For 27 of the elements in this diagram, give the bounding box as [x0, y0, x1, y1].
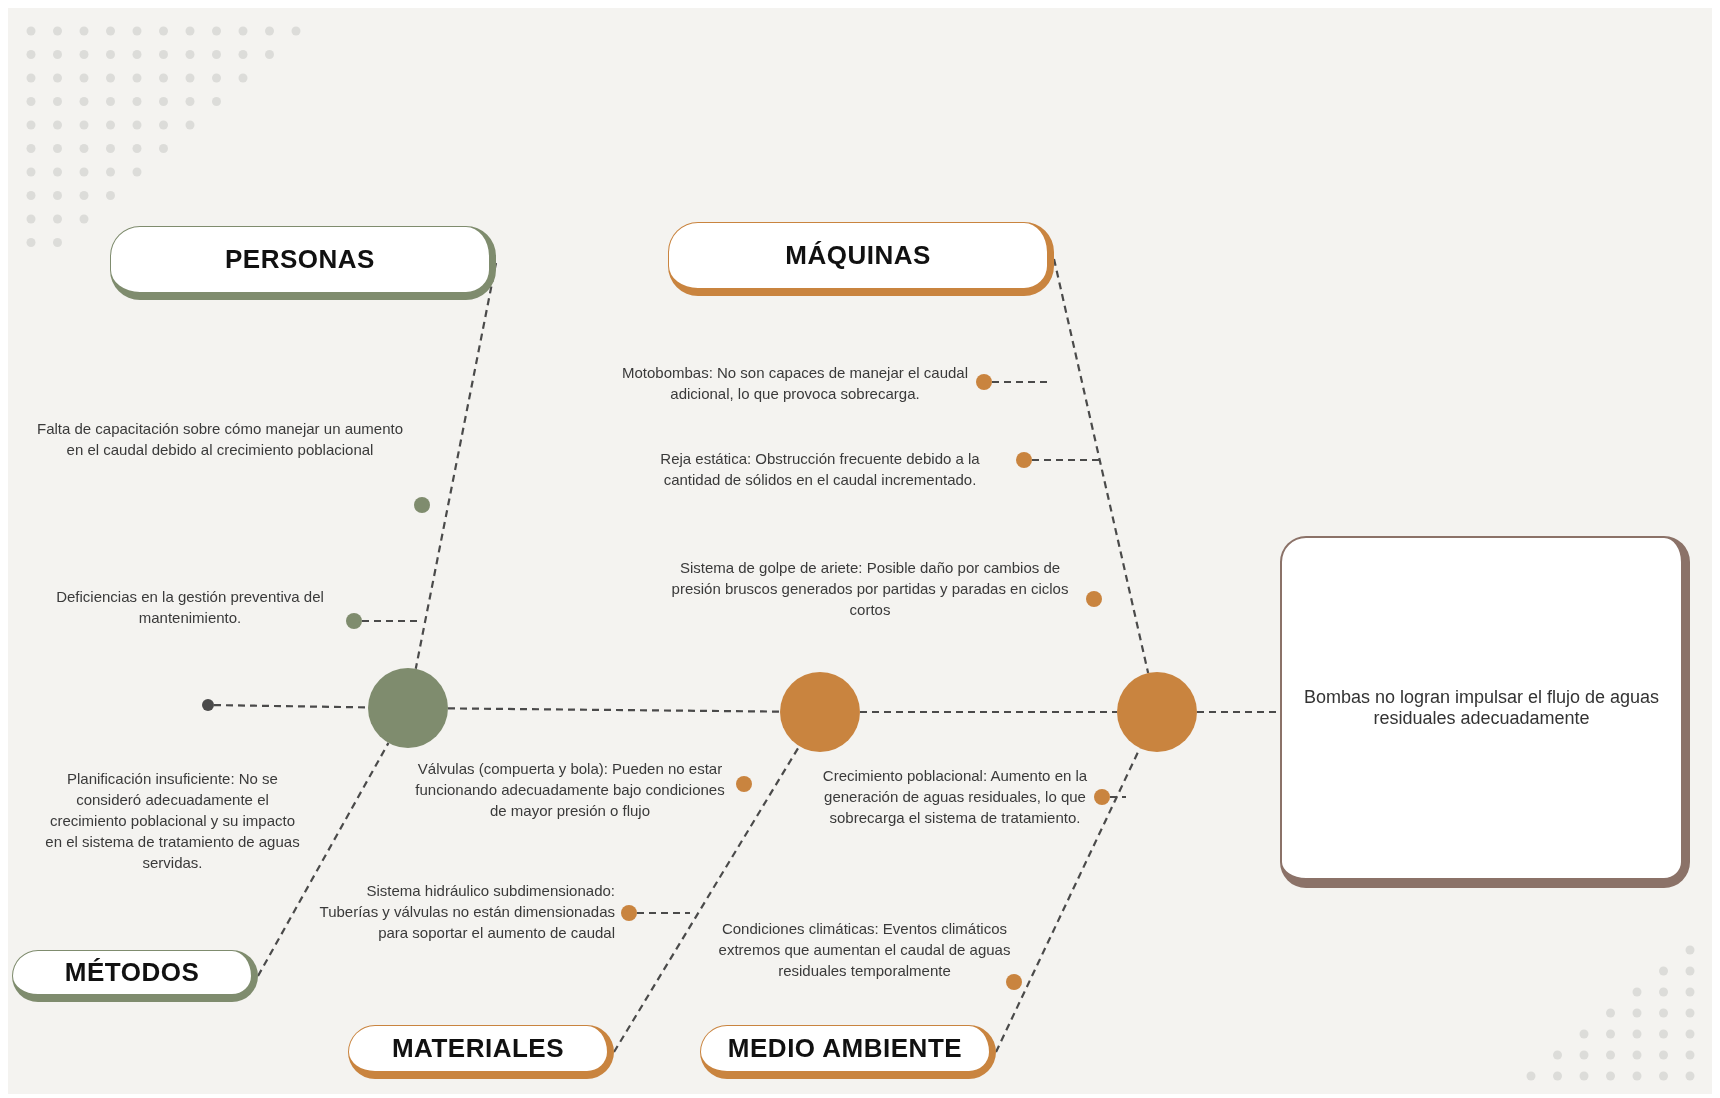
bone-line — [860, 710, 1117, 714]
branch-line — [1032, 458, 1100, 462]
cause-text: Condiciones climáticas: Eventos climáticos extremos que aumentan el caudal de aguas residuales temporalmente — [717, 919, 1012, 981]
bone-line — [1052, 258, 1150, 674]
category-box: MÁQUINAS — [668, 222, 1054, 296]
branch-line — [362, 619, 418, 623]
branch-line — [637, 911, 690, 915]
cause-text: Crecimiento poblacional: Aumento en la generación de aguas residuales, lo que sobrecarga el sistema de tratamiento. — [821, 766, 1089, 828]
category-box: PERSONAS — [110, 226, 496, 300]
branch-line — [1110, 795, 1126, 799]
cause-text: Válvulas (compuerta y bola): Pueden no estar funcionando adecuadamente bajo condiciones de mayor presión o flujo — [414, 759, 726, 821]
cause-text: Sistema de golpe de ariete: Posible daño por cambios de presión bruscos generados por partidas y paradas en ciclos cortos — [670, 558, 1070, 620]
cause-text: Motobombas: No son capaces de manejar el caudal adicional, lo que provoca sobrecarga. — [620, 363, 969, 404]
cause-text: Planificación insuficiente: No se consideró adecuadamente el crecimiento poblacional y su impacto en el sistema de tratamiento de aguas servidas. — [44, 769, 301, 873]
cause-text: Falta de capacitación sobre cómo manejar un aumento en el caudal debido al crecimiento poblacional — [35, 419, 404, 460]
category-box: MATERIALES — [348, 1025, 614, 1079]
cause-text: Sistema hidráulico subdimensionado: Tuberías y válvulas no están dimensionadas para soportar el aumento de caudal — [318, 881, 615, 943]
effect-box: Bombas no logran impulsar el flujo de aguas residuales adecuadamente — [1280, 536, 1690, 888]
category-box: MEDIO AMBIENTE — [700, 1025, 996, 1079]
category-box: MÉTODOS — [12, 950, 258, 1002]
bone-line — [257, 742, 390, 977]
bone-line — [613, 745, 801, 1053]
branch-line — [992, 380, 1048, 384]
cause-text: Reja estática: Obstrucción frecuente debido a la cantidad de sólidos en el caudal incrementado. — [659, 449, 981, 490]
bone-line — [448, 707, 780, 713]
cause-text: Deficiencias en la gestión preventiva del mantenimiento. — [55, 587, 325, 628]
bone-line — [214, 704, 368, 709]
